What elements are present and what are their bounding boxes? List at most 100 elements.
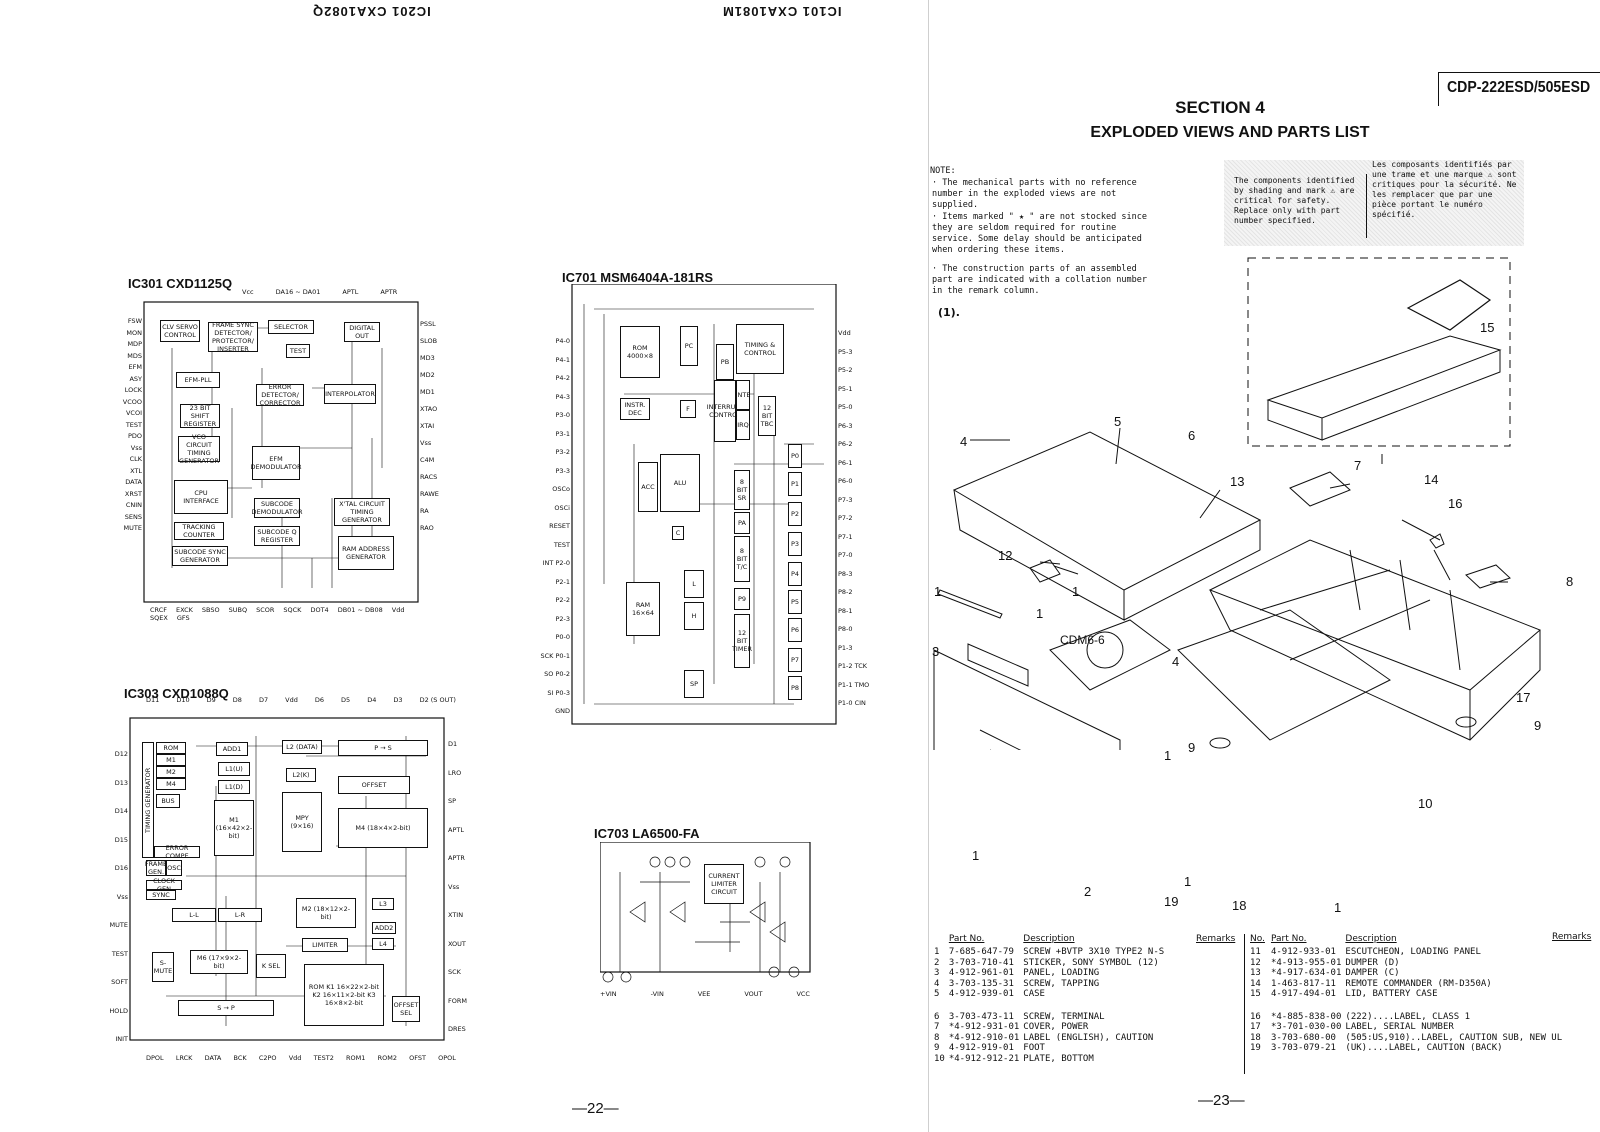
pin-label: VCOO	[122, 397, 142, 406]
ic701-block: 12 BIT TIMER	[732, 614, 752, 668]
ic701-block: ALU	[660, 454, 700, 512]
pin-label: P7-1	[838, 532, 853, 541]
description: LID, BATTERY CASE	[1345, 989, 1438, 999]
table-header-row: No. Part No. Description	[1250, 934, 1566, 947]
description: STICKER, SONY SYMBOL (12)	[1023, 957, 1159, 968]
pin-label: SI P0-3	[547, 688, 570, 697]
callout-9: 9	[1534, 718, 1542, 733]
ic703-frame	[600, 842, 811, 983]
pin-label: RESET	[549, 522, 570, 530]
ic303-block: S → P	[178, 1000, 274, 1016]
remarks-header-left: Remarks	[1196, 934, 1236, 944]
pin-label: D14	[114, 807, 128, 815]
pin-label: Vss	[116, 892, 128, 901]
ic701-block: IRQ	[736, 410, 750, 440]
pin-label: P6-2	[838, 440, 853, 448]
ic301-block: 23 BIT SHIFT REGISTER	[180, 404, 220, 428]
bottom-label: Vdd	[391, 606, 405, 614]
safety-text-en: The components identified by shading and…	[1234, 176, 1355, 225]
bottom-label: Vdd	[288, 1054, 302, 1062]
pin-label: SOFT	[111, 978, 128, 986]
description: (UK)....LABEL, CAUTION (BACK)	[1345, 1043, 1503, 1053]
col-description: Description	[1023, 934, 1075, 944]
callout-19: 19	[1164, 894, 1179, 909]
pin-label: MD2	[420, 371, 435, 379]
ref: 19	[1250, 1043, 1261, 1053]
ic301-block: SUBCODE DEMODULATOR	[251, 498, 303, 518]
pin-label: INT P2-0	[542, 559, 570, 567]
table-header-row: Part No. Description	[934, 934, 1168, 947]
pin-label: P1-2 TCK	[838, 662, 867, 670]
bottom-label: GFS	[176, 614, 190, 622]
top-label: D2 (S OUT)	[419, 696, 456, 704]
ic303-right-pins: D1 LRO SP APTL APTR Vss XTIN XOUT SCK FO…	[448, 730, 490, 1044]
ic303-block: L3	[372, 898, 394, 910]
pin-label: TEST	[125, 420, 142, 429]
figure-label: (1).	[938, 306, 960, 319]
part-no: *4-885-838-00	[1270, 1011, 1342, 1022]
ic701-block: P7	[788, 648, 802, 672]
part-no: 3-703-473-11	[948, 1011, 1014, 1022]
col-part-no: Part No.	[1270, 934, 1307, 944]
pin-label: D1	[448, 740, 458, 748]
top-label: D6	[314, 696, 325, 704]
ic303-block: MPY (9×16)	[282, 792, 322, 852]
ic303-block: M1	[156, 754, 186, 766]
callout-1: 1	[1072, 584, 1080, 599]
ref: 9	[934, 1043, 940, 1053]
safety-text-fr: Les composants identifiés par une trame …	[1372, 160, 1517, 219]
ic703-title: IC703 LA6500-FA	[594, 826, 700, 841]
pin-label: XTIN	[448, 911, 464, 919]
model-badge-text: CDP-222ESD/505ESD	[1447, 79, 1591, 96]
ref: 4	[934, 978, 940, 989]
ic303-block: L2(K)	[286, 768, 316, 782]
ic701-block: P9	[734, 588, 750, 610]
note-1: · The mechanical parts with no reference…	[932, 178, 1137, 210]
ic303-block: L-R	[218, 908, 262, 922]
ic303-block: BUS	[156, 794, 180, 808]
pin-label: MD3	[420, 354, 435, 362]
ic701-block: L	[684, 570, 704, 598]
part-no: *4-912-912-21	[948, 1053, 1020, 1064]
bottom-label: OPOL	[438, 1054, 456, 1062]
ref: 14	[1250, 978, 1261, 989]
pin-label: D16	[114, 864, 128, 872]
ref: 10	[934, 1053, 945, 1064]
top-label: D7	[258, 696, 269, 704]
pin-label: D12	[114, 750, 128, 758]
pin-label: DATA	[125, 478, 142, 486]
ic303-bottom-labels: DPOL LRCK DATA BCK C2PO Vdd TEST2 ROM1 R…	[146, 1054, 456, 1062]
ic303-block: CLOCK GEN	[146, 877, 182, 893]
pin-label: D13	[114, 778, 128, 787]
pin-label: HOLD	[109, 1006, 128, 1015]
pin-label: RACS	[420, 473, 438, 481]
part-no: *3-701-030-00	[1270, 1022, 1342, 1032]
top-label: D3	[393, 696, 403, 704]
ic303-block: ROM K1 16×22×2-bit K2 16×11×2-bit K3 16×…	[304, 964, 384, 1026]
ic301-left-pins: FSW MON MDP MDS EFM ASY LOCK VCOO VCOI T…	[112, 316, 142, 535]
ic303-block: LIMITER	[302, 938, 348, 952]
pin-label: INIT	[115, 1035, 128, 1043]
pin-label: P6-1	[838, 458, 853, 467]
ic301-frame	[143, 301, 419, 603]
callout-3: 3	[932, 644, 940, 659]
table-column-divider	[1244, 934, 1245, 1074]
ic303-block: M2	[156, 766, 186, 778]
description: (505:US,910)..LABEL, CAUTION SUB, NEW UL	[1345, 1032, 1563, 1043]
callout-10: 10	[1418, 796, 1433, 811]
ic303-block: ADD2	[372, 922, 396, 934]
pin-label: CLK	[129, 455, 142, 463]
mechanism-label: CDM6-6	[1060, 633, 1105, 647]
pin-label: MD1	[420, 388, 435, 396]
description: COVER, POWER	[1023, 1022, 1089, 1032]
pin-label: FORM	[448, 996, 467, 1005]
description: SCREW +BVTP 3X10 TYPE2 N-S	[1023, 947, 1165, 957]
ic701-block: ACC	[638, 462, 658, 512]
callout-2: 2	[1084, 884, 1092, 899]
